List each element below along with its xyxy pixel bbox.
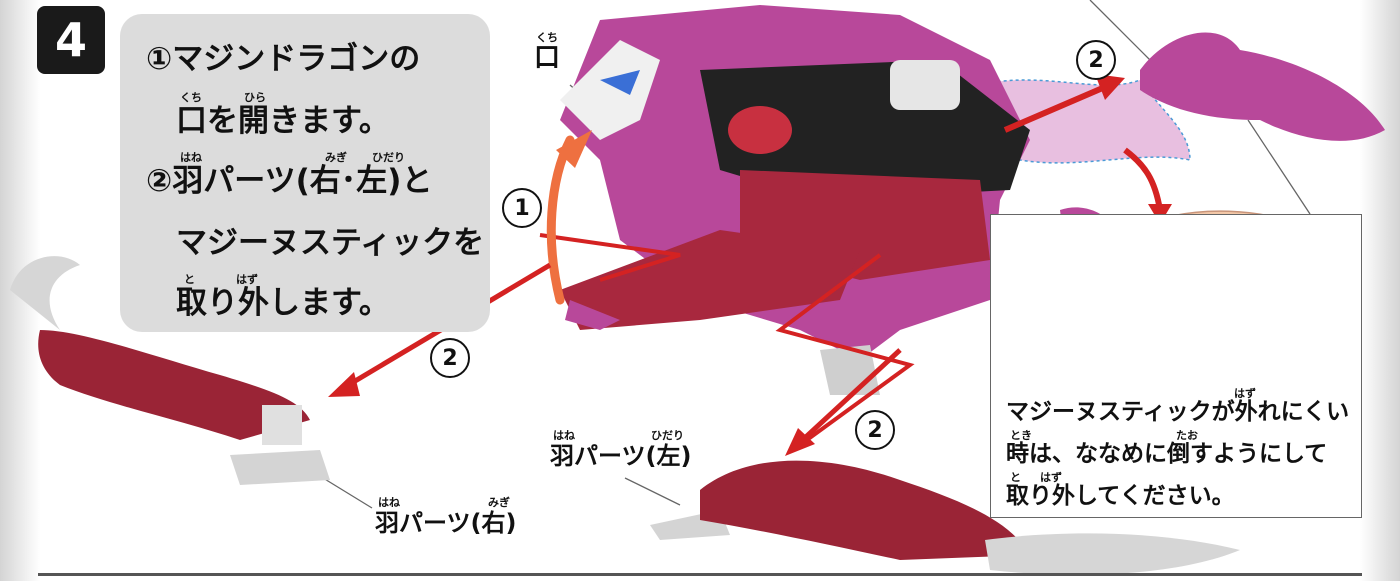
wing-left-label: 羽パーツ(左) (550, 442, 692, 470)
wing-left-blade (985, 533, 1240, 575)
ruby-hira: ひら (244, 91, 266, 104)
wing-right-label: 羽パーツ(右) (375, 509, 517, 537)
note-box (990, 214, 1362, 518)
dragon-head-white (560, 40, 660, 140)
mouth-ruby: くち (536, 31, 558, 44)
arrow-wing-left (785, 348, 902, 456)
note-line-2: 時は、ななめに倒すようにして (1006, 441, 1328, 467)
ruby-hidari: ひだり (372, 151, 405, 164)
step-number-badge: 4 (37, 6, 105, 74)
wing-right-ruby-migi: みぎ (488, 496, 510, 509)
wing-right-blade (10, 256, 80, 330)
magine-stick-removed (1140, 32, 1385, 141)
pointer-line-dragon (539, 233, 681, 282)
note-ruby-to: と (1010, 471, 1021, 484)
dragon-cylinder (890, 60, 960, 110)
ruby-migi: みぎ (325, 151, 347, 164)
leader-line-wing-left (624, 477, 681, 506)
arrow-open-mouth (546, 130, 592, 305)
wing-left-figure (650, 460, 1240, 575)
instruction-line-4: マジーヌスティックを (176, 225, 485, 261)
note-line-1: マジーヌスティックが外れにくい (1006, 399, 1350, 425)
pointer-line-wing-left (775, 253, 915, 447)
ruby-hazu: はず (236, 273, 258, 286)
ruby-to: と (184, 273, 195, 286)
right-page-shade (1360, 0, 1400, 581)
arrow-stick-down (1123, 147, 1172, 224)
marker-circle-2-right-wing: 2 (430, 338, 470, 378)
wing-right-connector (230, 450, 330, 485)
arrow-stick-remove (1003, 74, 1125, 133)
wing-left-ruby-hane: はね (553, 429, 575, 442)
leader-line-stick (1089, 0, 1151, 61)
note-ruby-hazu-2: はず (1040, 471, 1062, 484)
wing-right-joint (262, 405, 302, 445)
instruction-line-1: ①マジンドラゴンの (146, 41, 421, 77)
ruby-kuchi: くち (180, 91, 202, 104)
ruby-hane: はね (180, 151, 202, 164)
bottom-divider (38, 573, 1362, 576)
dragon-jaw-tip (565, 300, 620, 330)
note-line-3: 取り外してください。 (1006, 483, 1235, 509)
dragon-gem (728, 106, 792, 154)
marker-circle-2-left-wing: 2 (855, 410, 895, 450)
marker-circle-2-stick: 2 (1076, 40, 1116, 80)
instruction-line-3: ②羽パーツ(右･左)と (146, 163, 433, 199)
note-ruby-toki: とき (1010, 429, 1032, 442)
dragon-figure (560, 5, 1030, 395)
mouth-label: 口 (534, 43, 561, 73)
note-ruby-hazu: はず (1234, 387, 1256, 400)
note-ruby-tao: たお (1176, 429, 1198, 442)
wing-right-body (38, 330, 311, 440)
wing-left-ruby-hidari: ひだり (651, 429, 684, 442)
leader-line-note (1247, 119, 1311, 215)
wing-left-body (700, 460, 1030, 560)
instruction-line-2: 口を開きます。 (176, 103, 390, 139)
dragon-lower-jaw (560, 230, 860, 330)
wing-right-ruby-hane: はね (378, 496, 400, 509)
instruction-line-5: 取り外します。 (176, 285, 390, 321)
marker-circle-1: 1 (502, 188, 542, 228)
ghost-stick-outline (978, 79, 1191, 164)
dragon-eye (600, 70, 640, 95)
instruction-box (120, 14, 490, 332)
wing-right-figure (10, 256, 330, 485)
